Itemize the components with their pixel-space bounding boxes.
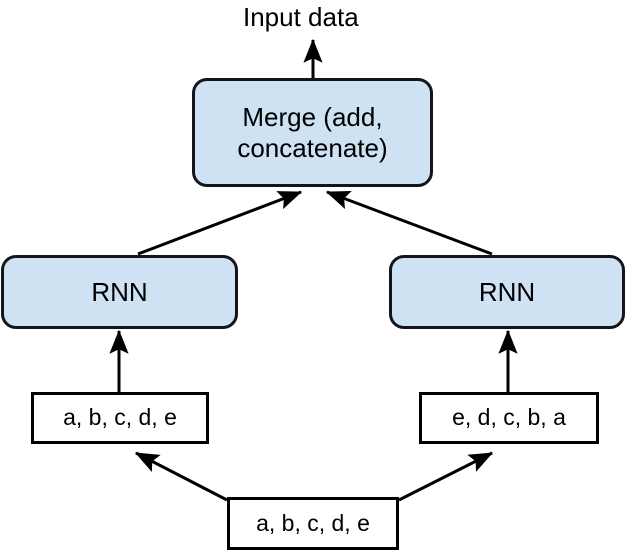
sequence-reversed-node[interactable]: e, d, c, b, a	[419, 392, 599, 444]
edge-rnn-right-to-merge	[325, 190, 493, 256]
edge-source-to-seq-left	[134, 451, 228, 502]
edge-source-to-seq-right	[398, 451, 494, 502]
edge-rnn-left-to-merge	[137, 190, 303, 256]
rnn-left-node[interactable]: RNN	[1, 255, 238, 329]
sequence-source-node[interactable]: a, b, c, d, e	[227, 497, 399, 550]
merge-node[interactable]: Merge (add, concatenate)	[192, 78, 433, 187]
sequence-forward-node[interactable]: a, b, c, d, e	[31, 392, 209, 444]
input-data-label: Input data	[243, 2, 359, 32]
rnn-right-node[interactable]: RNN	[389, 255, 625, 329]
